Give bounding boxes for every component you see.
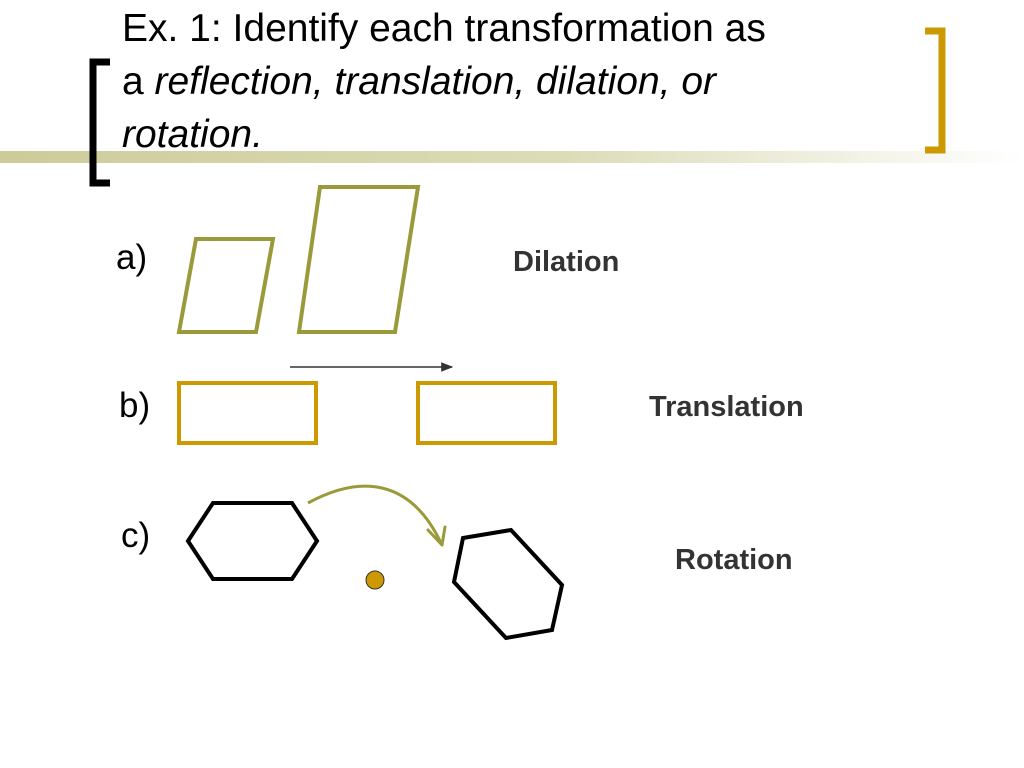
rotated-hexagon: [451, 527, 565, 641]
title-line-2-italic: reflection, translation, dilation, or: [154, 60, 716, 103]
original-hexagon: [185, 501, 320, 581]
answer-dilation: Dilation: [513, 246, 620, 278]
left-bracket-icon: [89, 58, 110, 187]
rotation-center-point: [365, 570, 385, 590]
title-line-1: Ex. 1: Identify each transformation as: [122, 7, 766, 50]
slide-title: Ex. 1: Identify each transformation as a…: [122, 2, 902, 161]
header-divider-bar: [0, 151, 1024, 163]
small-parallelogram: [176, 237, 276, 334]
answer-translation: Translation: [649, 391, 804, 423]
right-bracket-icon: [925, 27, 946, 154]
large-parallelogram: [296, 185, 421, 334]
answer-rotation: Rotation: [675, 544, 793, 576]
example-label-b: b): [119, 386, 151, 425]
example-label-c: c): [121, 516, 151, 555]
title-line-3-italic: rotation.: [122, 113, 263, 156]
title-line-2-prefix: a: [122, 60, 155, 103]
translated-rectangle: [416, 381, 557, 445]
example-label-a: a): [116, 238, 148, 277]
rotation-arrow: [307, 484, 443, 544]
original-rectangle: [177, 381, 318, 445]
rotation-arrowhead-icon: [426, 525, 447, 547]
